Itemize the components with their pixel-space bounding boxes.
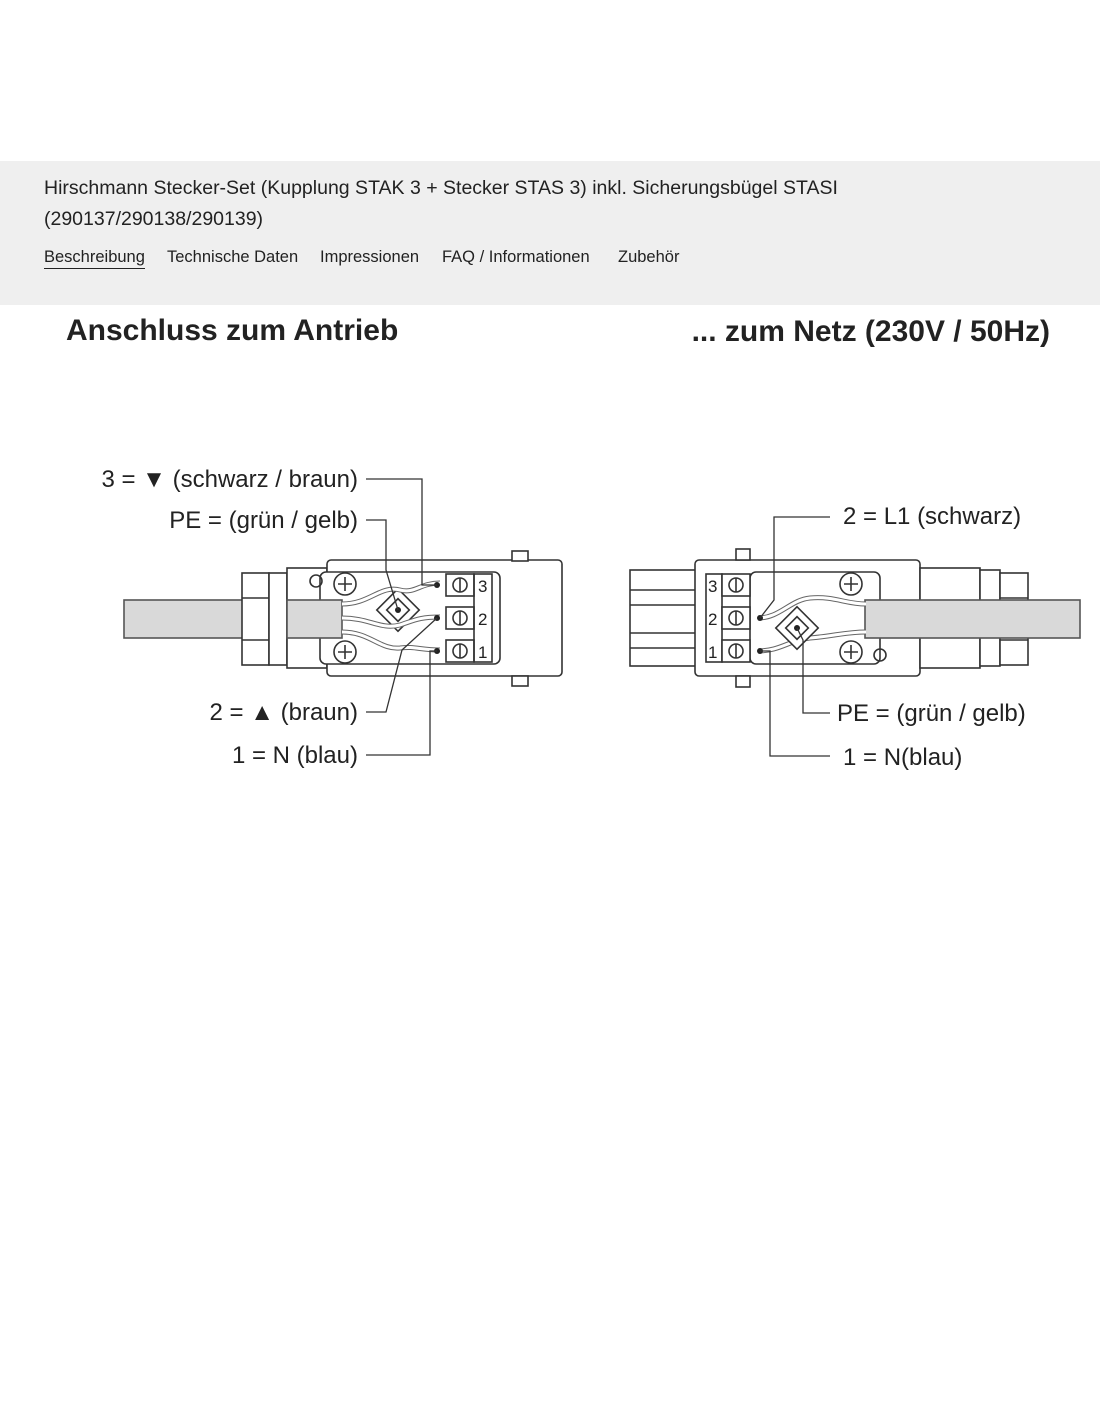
left-label-pe: PE = (grün / gelb): [169, 507, 358, 534]
tab-beschreibung[interactable]: Beschreibung: [44, 246, 145, 269]
right-terminal-3: 3: [708, 577, 717, 596]
tab-faq-informationen[interactable]: FAQ / Informationen: [442, 248, 590, 266]
left-label-2: 2 = ▲ (braun): [210, 699, 359, 726]
right-terminal-1: 1: [708, 643, 717, 662]
tab-impressionen[interactable]: Impressionen: [320, 248, 420, 266]
left-leader-lines: [366, 478, 438, 756]
left-terminal-1: 1: [478, 643, 487, 662]
tab-technische-daten[interactable]: Technische Daten: [167, 248, 299, 266]
wiring-diagram: Anschluss zum Antrieb ... zum Netz (230V…: [66, 314, 1081, 771]
left-connector: [123, 550, 563, 687]
right-label-2: 2 = L1 (schwarz): [843, 503, 1021, 530]
right-label-pe: PE = (grün / gelb): [837, 700, 1026, 727]
left-label-1: 1 = N (blau): [232, 742, 358, 769]
right-cable: [864, 599, 1081, 639]
right-leader-lines: [759, 516, 830, 757]
left-terminal-2: 2: [478, 610, 487, 629]
tab-zubehoer[interactable]: Zubehör: [618, 248, 680, 266]
right-label-1: 1 = N(blau): [843, 744, 962, 771]
left-label-3: 3 = ▼ (schwarz / braun): [101, 466, 358, 493]
right-connector: [629, 548, 1081, 688]
product-header: [0, 161, 1100, 305]
left-terminal-3: 3: [478, 577, 487, 596]
heading-left: Anschluss zum Antrieb: [66, 314, 398, 347]
right-terminal-2: 2: [708, 610, 717, 629]
heading-right: ... zum Netz (230V / 50Hz): [692, 315, 1050, 348]
product-title: Hirschmann Stecker-Set (Kupplung STAK 3 …: [44, 177, 838, 230]
